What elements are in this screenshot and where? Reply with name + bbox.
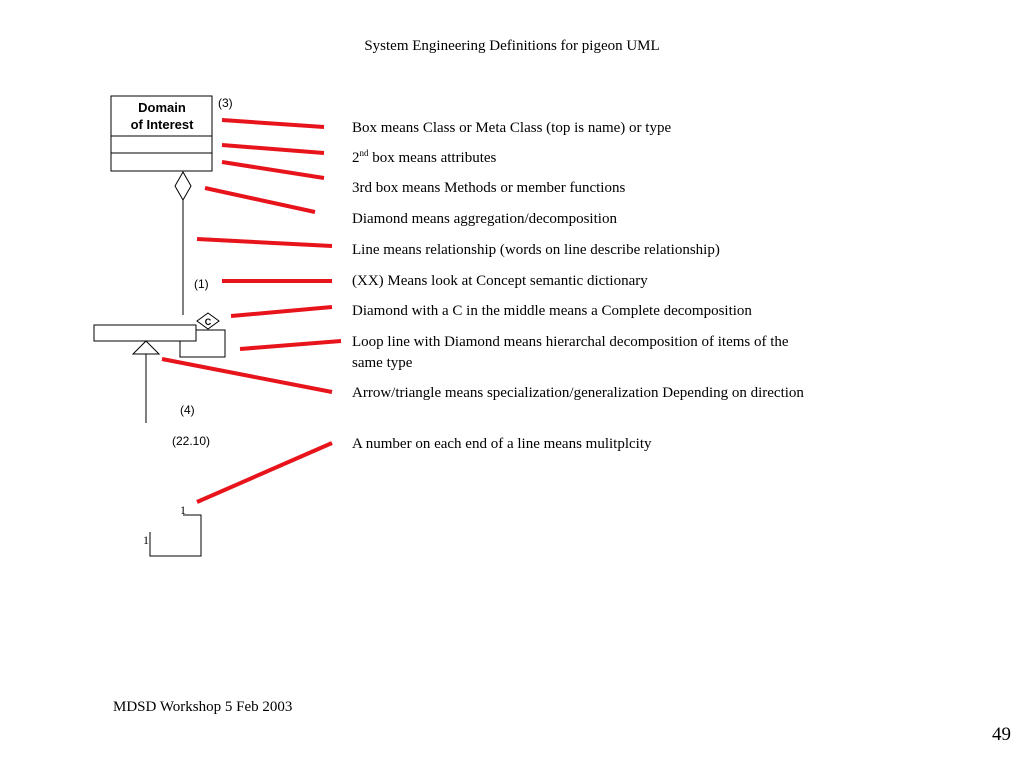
- label-1: (1): [194, 277, 209, 291]
- lower-class-box: [93, 324, 197, 342]
- definition-item: 3rd box means Methods or member function…: [352, 180, 626, 196]
- pointer-line-relationship: [196, 237, 333, 248]
- definition-item: Diamond with a C in the middle means a C…: [352, 303, 752, 319]
- class-box-outline: [110, 95, 213, 172]
- complete-decomposition-diamond: [196, 312, 220, 330]
- definition-item: Loop line with Diamond means hierarchal …: [352, 334, 789, 371]
- generalization-triangle: [131, 340, 161, 355]
- definition-item: Box means Class or Meta Class (top is na…: [352, 120, 672, 136]
- pointer-line-multiplicity: [196, 441, 333, 504]
- pointer-line-attributes: [221, 143, 325, 155]
- pointer-lines: [161, 118, 342, 504]
- definition-item: Diamond means aggregation/decomposition: [352, 211, 617, 227]
- label-3: (3): [218, 96, 233, 110]
- definition-item: 2nd box means attributes: [352, 148, 497, 167]
- label-22-10: (22.10): [172, 434, 210, 448]
- label-c: C: [205, 317, 212, 327]
- multiplicity-corner-line: [149, 514, 202, 557]
- pointer-line-loop: [239, 339, 342, 351]
- page-number: 49: [992, 724, 1011, 745]
- pointer-line-class-box: [221, 118, 325, 129]
- class-box-name-line1: Domain: [138, 100, 186, 115]
- decomposition-loop-line: [179, 329, 226, 358]
- definition-item: (XX) Means look at Concept semantic dict…: [352, 273, 648, 289]
- definition-item: Line means relationship (words on line d…: [352, 242, 720, 258]
- footer-text: MDSD Workshop 5 Feb 2003: [113, 699, 293, 715]
- class-box: [110, 95, 213, 172]
- aggregation-diamond: [174, 170, 192, 202]
- multiplicity-top: 1: [180, 503, 186, 517]
- definition-item: Arrow/triangle means specialization/gene…: [352, 385, 804, 401]
- definition-item: A number on each end of a line means mul…: [352, 436, 652, 452]
- pointer-line-diamond: [204, 186, 316, 214]
- pointer-line-generalization: [161, 357, 333, 394]
- multiplicity-left: 1: [143, 533, 149, 547]
- pointer-line-complete-decomposition: [230, 305, 333, 318]
- slide-title: System Engineering Definitions for pigeo…: [364, 38, 660, 54]
- label-4: (4): [180, 403, 195, 417]
- pointer-line-methods: [221, 160, 325, 180]
- class-box-name-line2: of Interest: [131, 117, 195, 132]
